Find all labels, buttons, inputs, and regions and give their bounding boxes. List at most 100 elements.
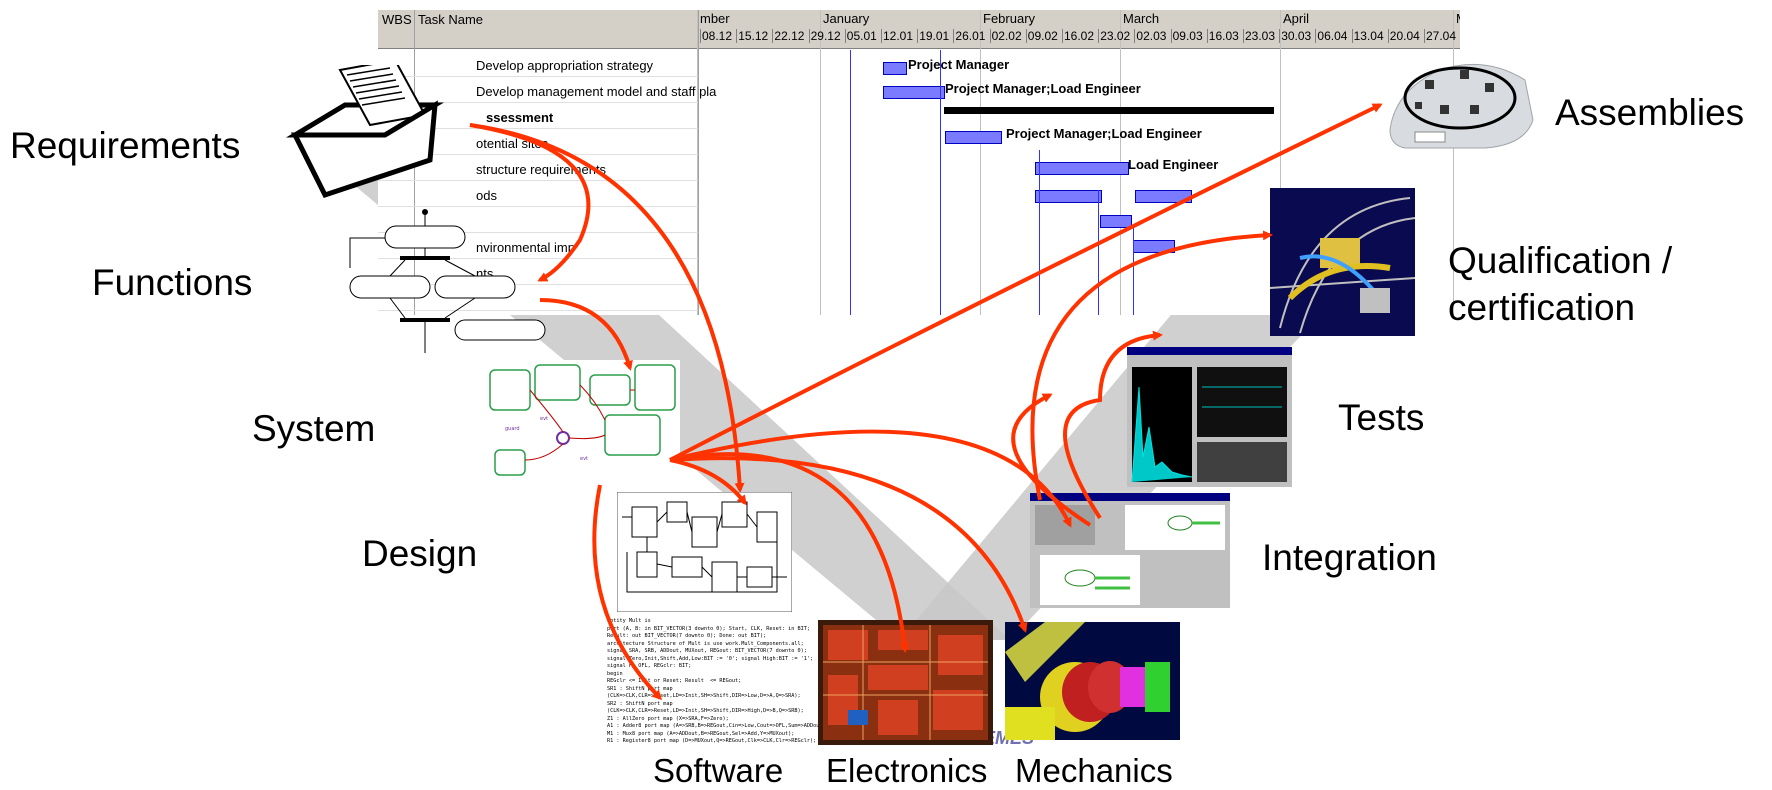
task-row: nvironmental imp bbox=[476, 240, 575, 255]
integration-screenshot bbox=[1030, 493, 1230, 608]
arrow-requirements-design bbox=[469, 123, 745, 493]
week-label: 26.01 bbox=[953, 29, 986, 43]
week-label: 08.12 bbox=[700, 29, 733, 43]
row-divider bbox=[378, 232, 698, 233]
gantt-task-bar bbox=[1035, 190, 1102, 203]
bar-resource-label: Project Manager;Load Engineer bbox=[945, 81, 1141, 96]
week-label: 27.04 bbox=[1424, 29, 1457, 43]
week-label: 02.02 bbox=[989, 29, 1022, 43]
gantt-task-bar bbox=[883, 62, 907, 75]
label-mechanics: Mechanics bbox=[1015, 752, 1173, 789]
label-software: Software bbox=[653, 752, 784, 789]
label-assemblies: Assemblies bbox=[1555, 92, 1745, 133]
gantt-task-bar bbox=[945, 131, 1002, 144]
gantt-chart: WBS Task Name mber January February March Ap… bbox=[378, 10, 1460, 315]
summary-bar bbox=[944, 107, 1274, 114]
arrow-requirements-functions bbox=[469, 123, 591, 282]
gantt-task-bar bbox=[1100, 215, 1132, 228]
week-label: 12.01 bbox=[881, 29, 914, 43]
week-label: 16.02 bbox=[1062, 29, 1095, 43]
week-label: 13.04 bbox=[1351, 29, 1384, 43]
dependency-line bbox=[940, 50, 941, 315]
qualification-structure-image bbox=[1270, 188, 1415, 336]
row-divider bbox=[378, 154, 698, 155]
gantt-task-bar bbox=[883, 86, 945, 99]
svg-text:guard: guard bbox=[505, 426, 520, 432]
month-gridline bbox=[820, 10, 821, 315]
week-label: 06.04 bbox=[1315, 29, 1348, 43]
arrow-integration-tests bbox=[1011, 393, 1092, 527]
week-label: 02.03 bbox=[1134, 29, 1167, 43]
task-name-header: Task Name bbox=[418, 12, 484, 27]
week-label: 22.12 bbox=[772, 29, 805, 43]
row-divider bbox=[378, 76, 698, 77]
month-label: January bbox=[823, 11, 870, 26]
month-label: February bbox=[983, 11, 1036, 26]
label-functions: Functions bbox=[92, 262, 253, 303]
assemblies-car-image bbox=[1389, 63, 1534, 149]
label-qualification: Qualification / certification bbox=[1448, 240, 1673, 328]
wbs-header: WBS bbox=[382, 12, 412, 27]
row-divider bbox=[378, 310, 698, 311]
arrow-system-electronics bbox=[669, 452, 910, 653]
label-system: System bbox=[252, 408, 376, 449]
arrow-functions-system bbox=[539, 298, 633, 371]
dependency-line bbox=[850, 50, 851, 315]
label-integration: Integration bbox=[1262, 537, 1437, 578]
dependency-line bbox=[1098, 190, 1099, 315]
month-label: mber bbox=[700, 11, 730, 26]
label-electronics: Electronics bbox=[826, 752, 988, 789]
arrow-system-design bbox=[669, 458, 747, 506]
label-tests: Tests bbox=[1338, 397, 1425, 438]
task-row: Develop management model and staff pla bbox=[476, 84, 717, 99]
tests-spectrum-analyzer bbox=[1127, 347, 1292, 487]
label-design: Design bbox=[362, 533, 478, 574]
folder-icon bbox=[285, 65, 445, 199]
arrow-system-assemblies bbox=[669, 103, 1383, 462]
week-label: 20.04 bbox=[1387, 29, 1420, 43]
label-requirements: Requirements bbox=[10, 125, 241, 166]
task-row: ssessment bbox=[486, 110, 554, 125]
arrow-integration-tests-2 bbox=[1063, 330, 1163, 520]
week-label: 09.03 bbox=[1170, 29, 1203, 43]
design-schematic bbox=[617, 492, 792, 612]
row-divider bbox=[378, 128, 698, 129]
row-divider bbox=[378, 206, 698, 207]
week-label: 19.01 bbox=[917, 29, 950, 43]
month-gridline bbox=[1453, 10, 1454, 315]
arrow-system-software bbox=[592, 484, 663, 701]
system-statechart: evt evt guard bbox=[485, 360, 680, 485]
month-label: M bbox=[1456, 11, 1460, 26]
week-label: 30.03 bbox=[1279, 29, 1312, 43]
row-divider bbox=[378, 102, 698, 103]
software-code-listing: entity Mult is port (A, B: in BIT_VECTOR… bbox=[607, 618, 819, 743]
dependency-line bbox=[1039, 150, 1040, 315]
arrow-system-mechanics bbox=[669, 456, 1028, 633]
functions-activity-diagram bbox=[349, 209, 546, 353]
week-label: 16.03 bbox=[1206, 29, 1239, 43]
month-gridline bbox=[980, 10, 981, 315]
bar-resource-label: Project Manager;Load Engineer bbox=[1006, 126, 1202, 141]
month-gridline bbox=[1280, 10, 1281, 315]
svg-text:evt: evt bbox=[540, 416, 548, 422]
week-label: 23.02 bbox=[1098, 29, 1131, 43]
task-row: Develop appropriation strategy bbox=[476, 58, 654, 73]
week-label: 23.03 bbox=[1243, 29, 1276, 43]
task-divider bbox=[698, 10, 699, 315]
month-label: April bbox=[1283, 11, 1310, 26]
month-label: March bbox=[1123, 11, 1160, 26]
gantt-task-bar bbox=[1035, 162, 1129, 175]
month-gridline bbox=[697, 10, 698, 315]
row-divider bbox=[378, 180, 698, 181]
row-divider bbox=[378, 284, 698, 285]
week-label: 09.02 bbox=[1025, 29, 1058, 43]
dependency-line bbox=[1133, 225, 1134, 315]
week-label: 29.12 bbox=[808, 29, 841, 43]
mechanics-cad-model bbox=[1005, 622, 1180, 740]
week-label: 15.12 bbox=[736, 29, 769, 43]
svg-text:evt: evt bbox=[580, 456, 588, 462]
arrow-integration-qualification bbox=[1030, 230, 1273, 501]
week-label: 05.01 bbox=[844, 29, 877, 43]
bar-resource-label: Load Engineer bbox=[1128, 157, 1219, 172]
